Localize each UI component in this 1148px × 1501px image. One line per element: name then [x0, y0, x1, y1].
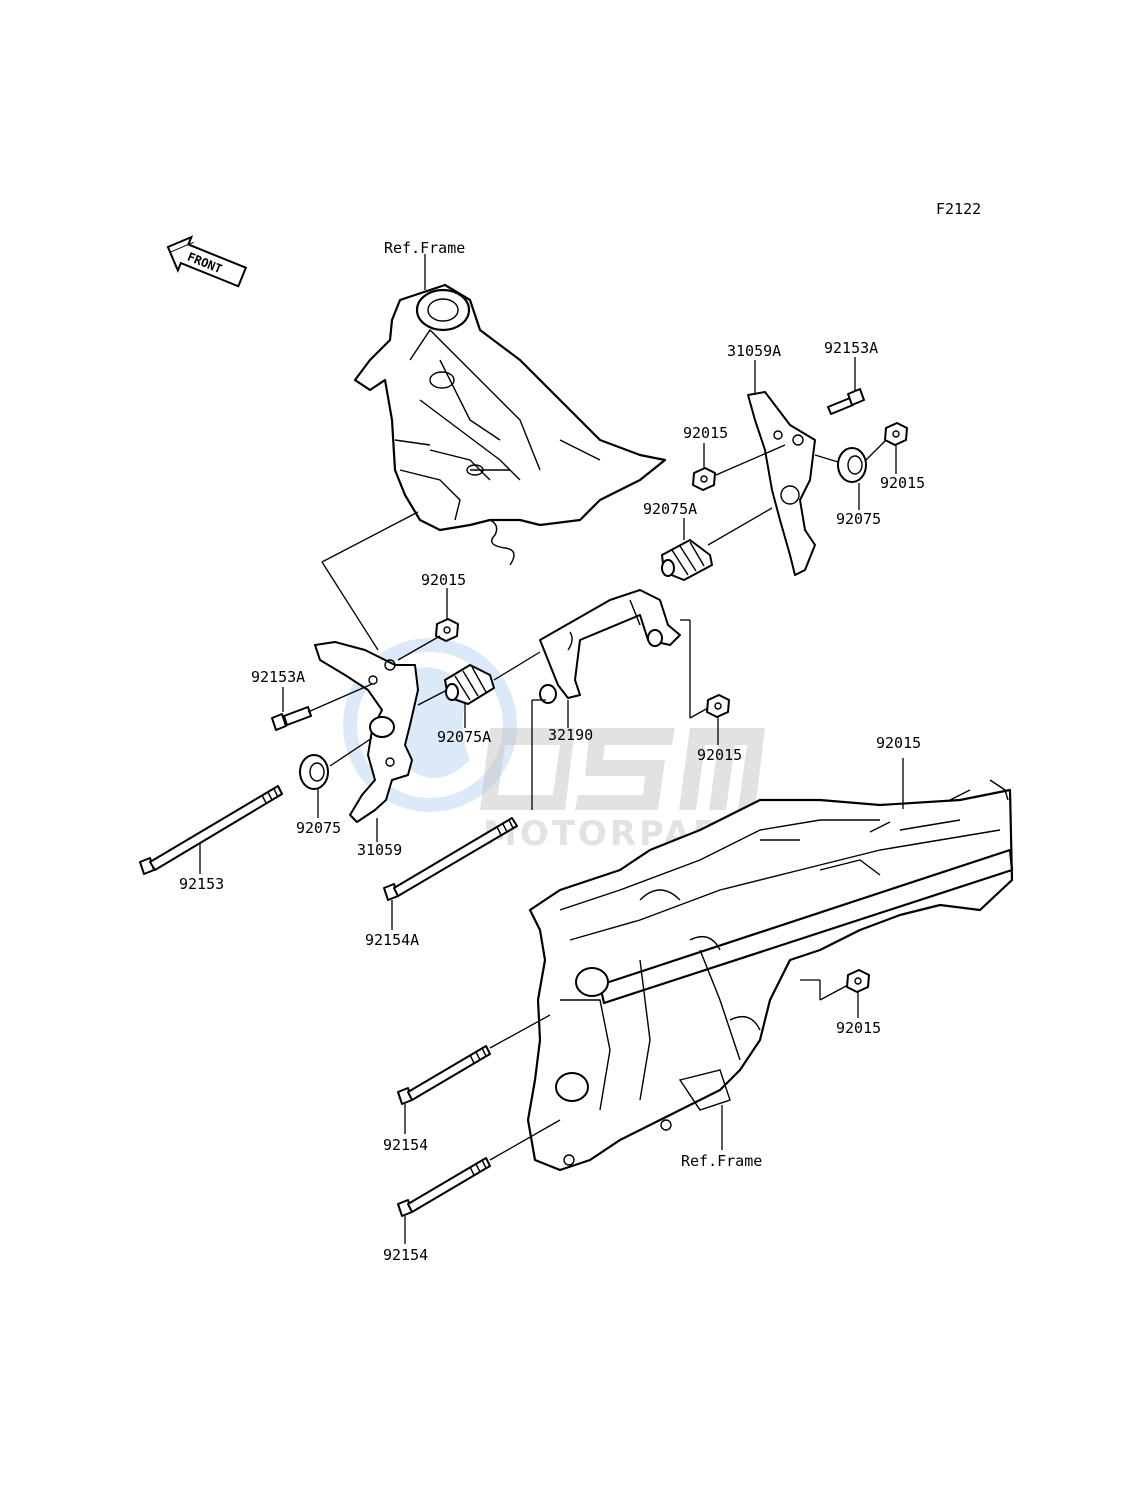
bracket-31059A [747, 391, 816, 576]
bolt-92154-a [397, 1045, 491, 1105]
nut-92015-a [692, 467, 716, 491]
label-31059: 31059 [357, 841, 402, 859]
front-arrow-icon: FRONT [166, 235, 248, 288]
label-92015-f: 92015 [836, 1019, 881, 1037]
nut-92015-b [884, 422, 908, 446]
label-92015-c: 92015 [421, 571, 466, 589]
label-ref-frame-top: Ref.Frame [384, 239, 465, 257]
bushing-92075A-top [661, 539, 713, 581]
nut-92015-f [846, 969, 870, 993]
label-92015-d: 92015 [697, 746, 742, 764]
ref-frame-bottom-drawing [526, 779, 1014, 1172]
mount-32190 [539, 589, 681, 704]
part-labels: Ref.Frame 31059A 92153A 92015 92015 9207… [179, 239, 925, 1264]
watermark-logo-letters [480, 728, 765, 810]
label-92015-a: 92015 [683, 424, 728, 442]
washer-92075-top [837, 447, 867, 483]
label-92075A-top: 92075A [643, 500, 697, 518]
label-ref-frame-bottom: Ref.Frame [681, 1152, 762, 1170]
nut-92015-c [435, 618, 459, 642]
bolt-92153A-left [271, 706, 312, 731]
bolt-92153A-top [827, 388, 865, 415]
label-32190: 32190 [548, 726, 593, 744]
label-92153A-left: 92153A [251, 668, 305, 686]
label-31059A: 31059A [727, 342, 781, 360]
bracket-31059 [314, 641, 419, 823]
label-92015-e: 92015 [876, 734, 921, 752]
label-92075-top: 92075 [836, 510, 881, 528]
label-92154-a: 92154 [383, 1136, 428, 1154]
label-92154-b: 92154 [383, 1246, 428, 1264]
bolt-92154-b [397, 1157, 491, 1217]
leader-lines [199, 254, 904, 1244]
label-92075-left: 92075 [296, 819, 341, 837]
bushing-92075A-mid [444, 664, 495, 705]
label-92075A-mid: 92075A [437, 728, 491, 746]
label-92015-b: 92015 [880, 474, 925, 492]
bolt-92154A [383, 817, 518, 901]
label-92153: 92153 [179, 875, 224, 893]
label-92154A: 92154A [365, 931, 419, 949]
washer-92075-left [299, 754, 329, 790]
ref-frame-top-drawing [353, 283, 667, 566]
nut-92015-d [706, 694, 730, 718]
bolt-92153 [139, 785, 283, 875]
label-92153A-top: 92153A [824, 339, 878, 357]
diagram-code: F2122 [936, 200, 981, 218]
